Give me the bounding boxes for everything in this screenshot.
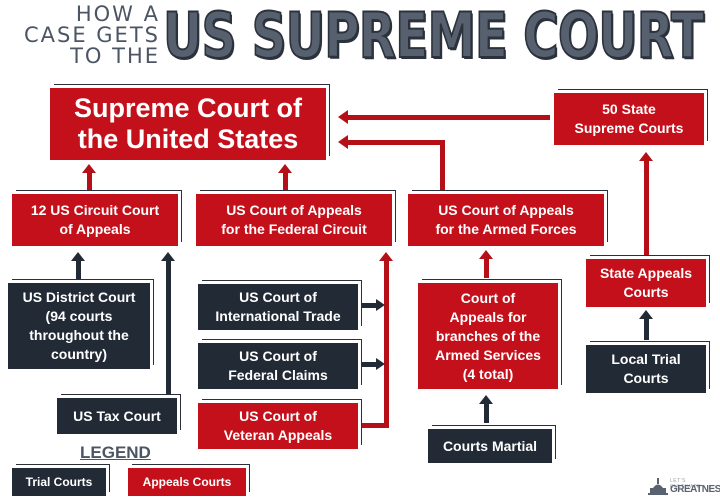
box-line: the United States: [77, 124, 299, 154]
box-armed-services: Court of Appeals for branches of the Arm…: [418, 283, 558, 389]
connector-state-to-scotus: [346, 115, 550, 120]
box-line: for the Federal Circuit: [221, 221, 367, 237]
connector-armed-forces-vertical: [440, 140, 445, 192]
arrow-up-icon: [71, 252, 85, 261]
box-federal-claims: US Court of Federal Claims: [198, 343, 358, 389]
box-line: of Appeals: [59, 221, 131, 237]
connector-federal-circuit-feeders: [384, 260, 389, 428]
box-circuit-court: 12 US Circuit Court of Appeals: [12, 194, 178, 246]
box-line: Local Trial: [611, 351, 681, 367]
box-international-trade: US Court of International Trade: [198, 284, 358, 330]
logo: LET'S CULTIVATE GREATNESS: [648, 476, 720, 498]
box-line: Courts Martial: [442, 437, 538, 454]
box-line: 50 State: [602, 101, 656, 117]
title-line-1: HOW A: [75, 2, 160, 26]
box-courts-martial: Courts Martial: [428, 429, 552, 463]
box-line: Appeals for: [449, 308, 527, 325]
box-line: US Court of: [239, 289, 317, 305]
box-line: US Court of: [239, 348, 317, 364]
connector-armed-forces-to-scotus: [346, 140, 445, 145]
legend-appeals-courts: Appeals Courts: [128, 468, 246, 496]
connector-armed-services-to-armed-forces: [484, 258, 489, 278]
box-line: US Tax Court: [73, 407, 161, 424]
box-line: (4 total): [462, 365, 514, 382]
box-line: branches of the: [435, 327, 541, 344]
box-district-court: US District Court (94 courts throughout …: [8, 283, 150, 369]
arrow-left-icon: [338, 110, 348, 124]
arrow-left-icon: [338, 135, 348, 149]
box-line: Court of: [460, 289, 516, 306]
title-prefix: HOW A CASE GETS TO THE: [4, 4, 160, 67]
connector-veteran-to-federal-circuit: [362, 423, 389, 428]
box-line: Armed Services: [435, 346, 541, 363]
title-line-2: CASE GETS: [23, 23, 160, 47]
connector-circuit-to-scotus: [87, 172, 92, 190]
arrow-up-icon: [479, 250, 493, 259]
connector-district-to-circuit: [76, 260, 81, 280]
arrow-up-icon: [379, 252, 393, 261]
box-line: Courts: [623, 284, 669, 300]
box-armed-forces: US Court of Appeals for the Armed Forces: [408, 194, 604, 246]
connector-federal-circuit-to-scotus: [283, 172, 288, 190]
arrow-up-icon: [639, 310, 653, 319]
arrow-up-icon: [278, 164, 292, 173]
connector-state-appeals-to-state-supreme: [644, 160, 649, 255]
connector-local-to-state-appeals: [644, 318, 649, 340]
box-line: throughout the: [29, 327, 129, 343]
box-supreme-court: Supreme Court of the United States: [50, 88, 326, 160]
box-federal-circuit: US Court of Appeals for the Federal Circ…: [196, 194, 392, 246]
legend-trial-courts: Trial Courts: [12, 468, 106, 496]
title-line-3: TO THE: [70, 44, 160, 68]
box-line: State Appeals: [599, 265, 693, 281]
box-line: US Court of: [239, 408, 317, 424]
box-state-appeals: State Appeals Courts: [586, 259, 706, 307]
box-line: 12 US Circuit Court: [30, 202, 160, 218]
arrow-up-icon: [479, 395, 493, 404]
box-line: for the Armed Forces: [435, 221, 577, 237]
box-line: US District Court: [22, 289, 136, 305]
capitol-icon: [648, 478, 668, 495]
box-veteran-appeals: US Court of Veteran Appeals: [198, 403, 358, 449]
arrow-up-icon: [161, 252, 175, 261]
legend-label: Trial Courts: [25, 475, 93, 489]
arrow-up-icon: [82, 164, 96, 173]
arrow-right-icon: [376, 358, 385, 370]
box-line: Courts: [623, 370, 669, 386]
logo-big-text: GREATNESS: [670, 484, 720, 495]
connector-claims-to-federal-circuit: [362, 362, 378, 367]
box-tax-court: US Tax Court: [57, 398, 177, 434]
box-line: Supreme Courts: [574, 120, 684, 136]
box-line: US Court of Appeals: [438, 202, 574, 218]
connector-martial-to-armed-services: [484, 403, 489, 423]
box-local-trial: Local Trial Courts: [586, 345, 706, 393]
box-line: Veteran Appeals: [223, 427, 333, 443]
legend-label: Appeals Courts: [142, 475, 232, 489]
arrow-up-icon: [639, 152, 653, 161]
page-title: US SUPREME COURT: [162, 0, 705, 72]
box-state-supreme-courts: 50 State Supreme Courts: [554, 93, 704, 145]
box-line: (94 courts: [45, 308, 113, 324]
box-line: International Trade: [215, 308, 341, 324]
legend-title: LEGEND: [80, 443, 151, 462]
arrow-right-icon: [376, 299, 385, 311]
connector-trade-to-federal-circuit: [362, 303, 378, 308]
connector-tax-to-circuit: [166, 260, 171, 395]
box-line: Supreme Court of: [73, 93, 302, 123]
logo-small-text: LET'S CULTIVATE: [670, 478, 701, 490]
box-line: Federal Claims: [228, 367, 328, 383]
box-line: US Court of Appeals: [226, 202, 362, 218]
box-line: country): [51, 346, 107, 362]
